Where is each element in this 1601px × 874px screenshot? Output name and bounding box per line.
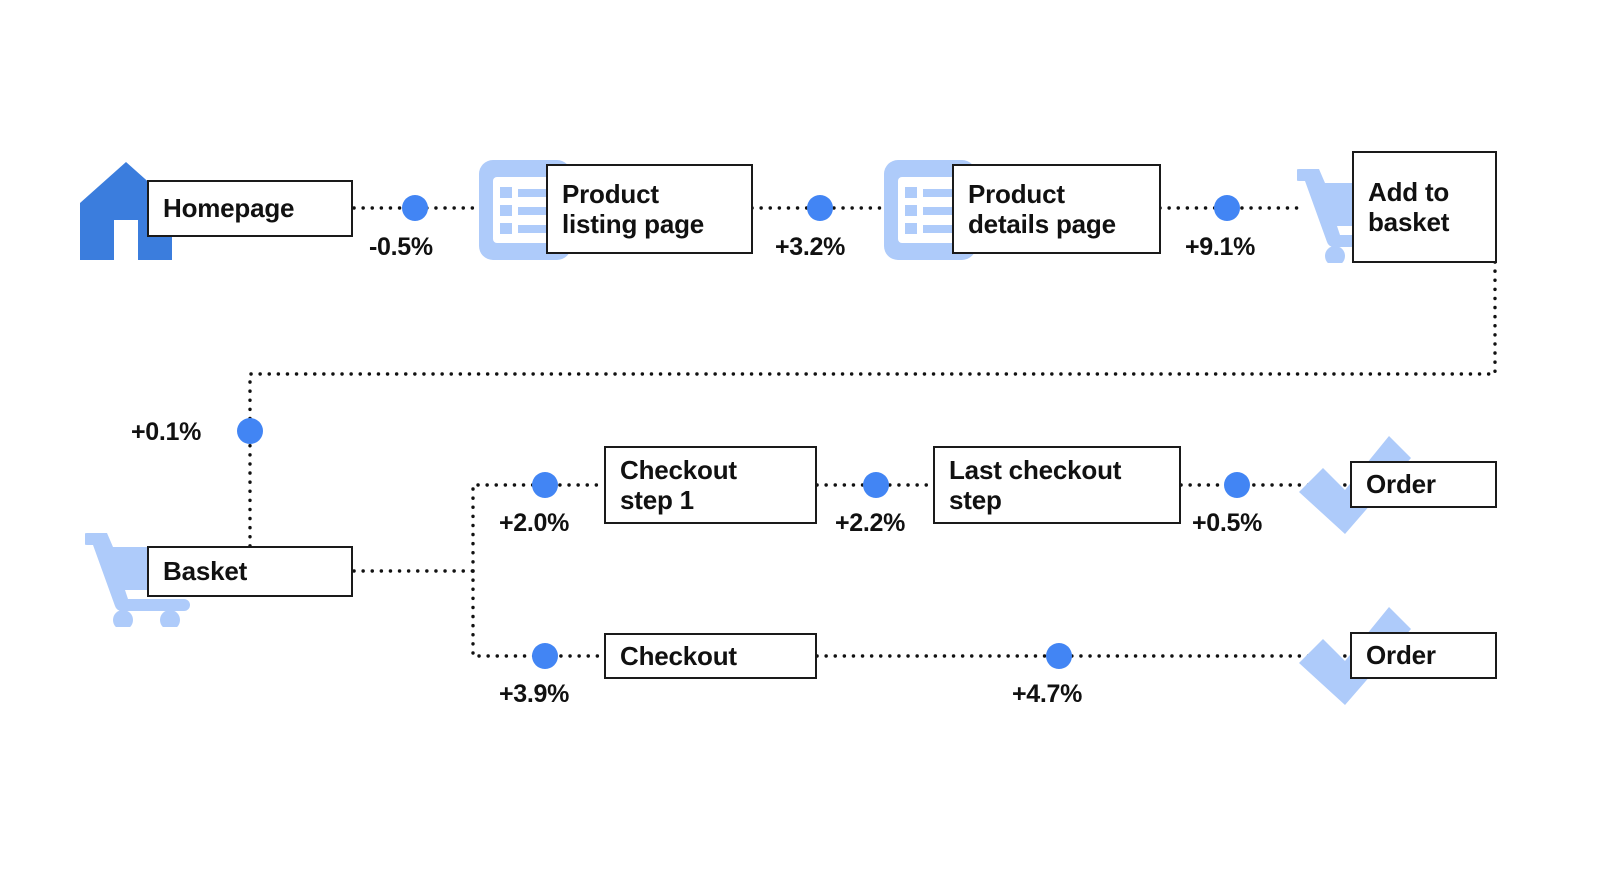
edge-label-e8: +3.9% xyxy=(499,680,570,708)
node-label: Product listing page xyxy=(562,178,705,239)
node-label: Checkout step 1 xyxy=(620,454,737,515)
node-last-checkout-step[interactable]: Last checkout step xyxy=(933,446,1181,524)
node-label: Last checkout step xyxy=(949,454,1122,515)
node-label: Checkout xyxy=(620,640,737,671)
edge-line-e8 xyxy=(471,569,606,658)
edge-line-e4 xyxy=(248,260,1497,558)
node-label: Add to basket xyxy=(1368,176,1450,237)
node-label: Homepage xyxy=(163,193,295,224)
node-homepage[interactable]: Homepage xyxy=(147,180,353,237)
edge-label-e9: +4.7% xyxy=(1012,680,1083,708)
edge-label-e3: +9.1% xyxy=(1185,233,1256,261)
edge-dot-e6 xyxy=(863,472,889,498)
node-label: Product details page xyxy=(968,178,1116,239)
node-label: Basket xyxy=(163,556,248,587)
node-product-details[interactable]: Product details page xyxy=(952,164,1161,254)
edge-label-e1: -0.5% xyxy=(369,233,433,261)
edge-dot-e1 xyxy=(402,195,428,221)
edge-dot-e9 xyxy=(1046,643,1072,669)
edge-label-e2: +3.2% xyxy=(775,233,846,261)
edge-label-e7: +0.5% xyxy=(1192,509,1263,537)
edge-dot-e7 xyxy=(1224,472,1250,498)
node-checkout[interactable]: Checkout xyxy=(604,633,817,679)
edge-dot-e5 xyxy=(532,472,558,498)
node-order-top[interactable]: Order xyxy=(1350,461,1497,508)
edge-label-e4: +0.1% xyxy=(131,418,202,446)
node-basket[interactable]: Basket xyxy=(147,546,353,597)
node-label: Order xyxy=(1366,469,1436,500)
edge-line-e5 xyxy=(471,483,606,573)
node-product-listing[interactable]: Product listing page xyxy=(546,164,753,254)
edge-dot-e8 xyxy=(532,643,558,669)
node-checkout-step-1[interactable]: Checkout step 1 xyxy=(604,446,817,524)
node-label: Order xyxy=(1366,640,1436,671)
edge-label-e5: +2.0% xyxy=(499,509,570,537)
node-add-to-basket[interactable]: Add to basket xyxy=(1352,151,1497,263)
node-order-bottom[interactable]: Order xyxy=(1350,632,1497,679)
edge-label-e6: +2.2% xyxy=(835,509,906,537)
edge-dot-e3 xyxy=(1214,195,1240,221)
edge-dot-e4 xyxy=(237,418,263,444)
edge-dot-e2 xyxy=(807,195,833,221)
